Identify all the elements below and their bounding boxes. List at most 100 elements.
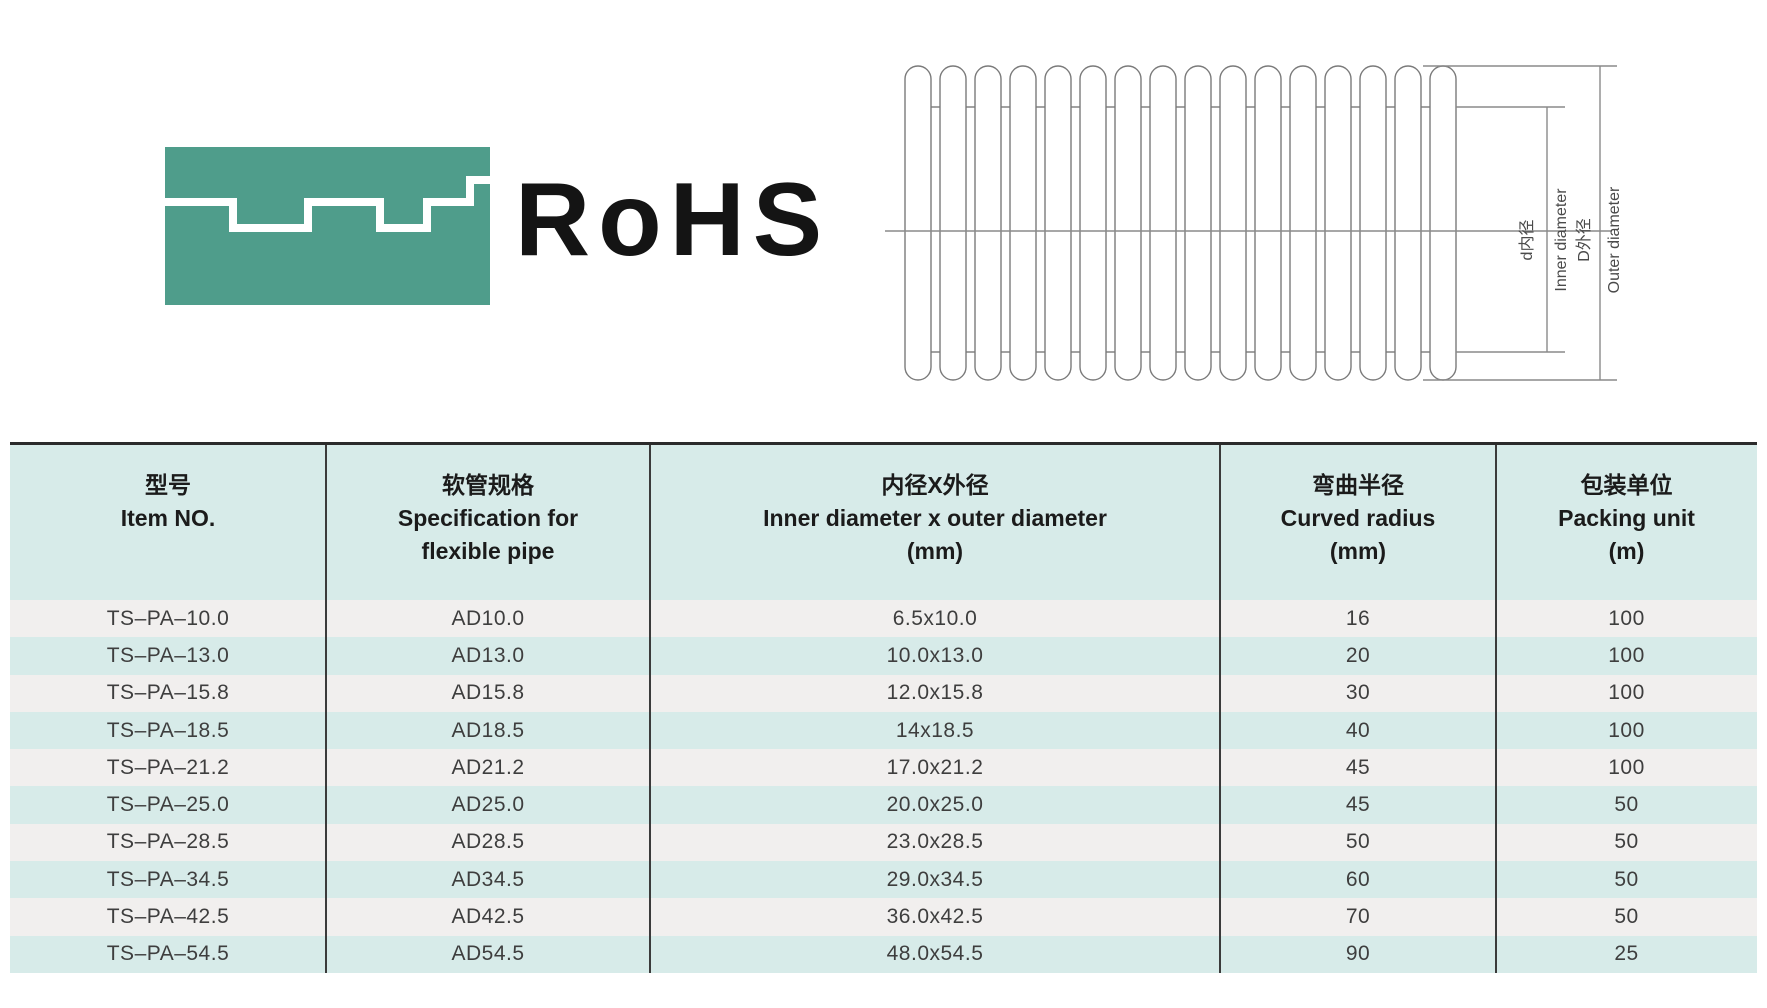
table-cell: TS–PA–18.5	[106, 718, 230, 742]
outer-diameter-label-zh: D外径	[1576, 218, 1593, 262]
table-cell: TS–PA–28.5	[106, 830, 230, 854]
table-cell: AD34.5	[451, 867, 525, 891]
table-cell: 6.5x10.0	[892, 606, 978, 630]
table-cell: TS–PA–42.5	[106, 905, 230, 929]
pipe-diagram	[885, 65, 1617, 381]
header-en: Item NO.	[120, 505, 216, 531]
table-cell: 12.0x15.8	[886, 681, 984, 705]
column-divider	[1219, 445, 1221, 973]
corrugation-ridge	[1009, 65, 1037, 381]
table-row: TS–PA–42.5 AD42.5 36.0x42.5 70 50	[10, 898, 1757, 936]
table-cell: AD54.5	[451, 942, 525, 966]
table-cell: 20.0x25.0	[886, 793, 984, 817]
header-en: Specification for	[397, 505, 579, 531]
header-cell-specification: 软管规格 Specification for flexible pipe	[326, 445, 650, 600]
rohs-label: RoHS	[515, 162, 831, 278]
table-cell: 50	[1345, 830, 1371, 854]
table-cell: 90	[1345, 942, 1371, 966]
table-cell: 100	[1608, 606, 1645, 630]
table-cell: AD21.2	[451, 755, 525, 779]
table-cell: 100	[1608, 718, 1645, 742]
table-cell: TS–PA–13.0	[106, 643, 230, 667]
table-cell: 25	[1614, 942, 1639, 966]
table-cell: 14x18.5	[895, 718, 975, 742]
spec-table: 型号 Item NO. 软管规格 Specification for flexi…	[10, 442, 1757, 973]
table-cell: TS–PA–15.8	[106, 681, 230, 705]
corrugation-ridge	[1429, 65, 1457, 381]
table-cell: 100	[1608, 643, 1645, 667]
table-cell: TS–PA–54.5	[106, 942, 230, 966]
corrugation-ridge	[1394, 65, 1422, 381]
table-cell: AD18.5	[451, 718, 525, 742]
table-cell: TS–PA–21.2	[106, 755, 230, 779]
table-cell: TS–PA–10.0	[106, 606, 230, 630]
header-zh: 软管规格	[442, 472, 534, 498]
table-cell: 40	[1345, 718, 1371, 742]
column-divider	[649, 445, 651, 973]
table-cell: 23.0x28.5	[886, 830, 984, 854]
header-zh: 内径X外径	[881, 472, 989, 498]
table-cell: AD28.5	[451, 830, 525, 854]
table-cell: 70	[1345, 905, 1371, 929]
table-row: TS–PA–10.0 AD10.0 6.5x10.0 16 100	[10, 600, 1757, 638]
table-cell: TS–PA–25.0	[106, 793, 230, 817]
table-cell: 29.0x34.5	[886, 867, 984, 891]
corrugation-ridge	[974, 65, 1002, 381]
table-row: TS–PA–28.5 AD28.5 23.0x28.5 50 50	[10, 823, 1757, 862]
table-cell: 48.0x54.5	[886, 942, 984, 966]
column-divider	[325, 445, 327, 973]
table-cell: 16	[1345, 606, 1371, 630]
header-en: flexible pipe	[421, 538, 555, 564]
inner-diameter-label-zh: d内径	[1519, 219, 1536, 261]
table-cell: 50	[1614, 905, 1639, 929]
table-row: TS–PA–13.0 AD13.0 10.0x13.0 20 100	[10, 637, 1757, 675]
pipe-dimension-lines	[885, 65, 1617, 381]
corrugation-ridge	[1359, 65, 1387, 381]
header-zh: 包装单位	[1580, 472, 1673, 498]
header-cell-diameter: 内径X外径 Inner diameter x outer diameter (m…	[650, 445, 1220, 600]
table-row: TS–PA–15.8 AD15.8 12.0x15.8 30 100	[10, 674, 1757, 712]
column-divider	[1495, 445, 1497, 973]
table-cell: 30	[1345, 681, 1371, 705]
table-header: 型号 Item NO. 软管规格 Specification for flexi…	[10, 445, 1757, 600]
logo-wave-icon	[165, 176, 490, 232]
corrugation-ridge	[1254, 65, 1282, 381]
corrugation-ridge	[1219, 65, 1247, 381]
table-cell: AD10.0	[451, 606, 525, 630]
table-cell: AD15.8	[451, 681, 525, 705]
table-cell: 50	[1614, 830, 1639, 854]
header-zh: 弯曲半径	[1312, 472, 1404, 498]
header-zh: 型号	[145, 472, 191, 498]
table-cell: TS–PA–34.5	[106, 867, 230, 891]
table-cell: 20	[1345, 643, 1371, 667]
company-logo	[165, 147, 490, 305]
corrugation-ridge	[939, 65, 967, 381]
outer-diameter-label-en: Outer diameter	[1606, 186, 1623, 294]
table-cell: 10.0x13.0	[886, 643, 984, 667]
pipe-corrugations	[904, 65, 1457, 381]
header-unit: (mm)	[906, 538, 964, 564]
header-unit: (m)	[1608, 538, 1645, 564]
header-cell-packing-unit: 包装单位 Packing unit (m)	[1496, 445, 1757, 600]
corrugation-ridge	[1324, 65, 1352, 381]
table-row: TS–PA–18.5 AD18.5 14x18.5 40 100	[10, 711, 1757, 750]
table-cell: 17.0x21.2	[886, 755, 984, 779]
table-cell: 60	[1345, 867, 1371, 891]
table-cell: 100	[1608, 681, 1645, 705]
table-cell: 45	[1345, 793, 1371, 817]
header-cell-item-no: 型号 Item NO.	[10, 445, 326, 600]
corrugation-ridge	[904, 65, 932, 381]
header-unit: (mm)	[1329, 538, 1387, 564]
table-cell: 36.0x42.5	[886, 905, 984, 929]
table-cell: AD25.0	[451, 793, 525, 817]
header-en: Curved radius	[1280, 505, 1436, 531]
corrugation-ridge	[1114, 65, 1142, 381]
table-cell: AD13.0	[451, 643, 525, 667]
logo-background	[165, 147, 490, 305]
table-cell: AD42.5	[451, 905, 525, 929]
